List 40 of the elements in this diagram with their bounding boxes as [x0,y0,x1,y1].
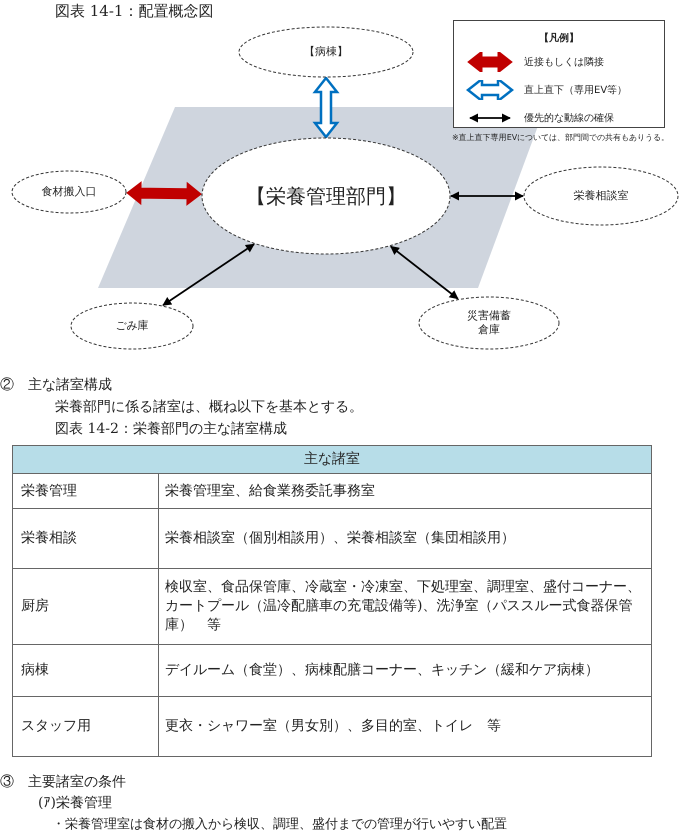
table-cell: 栄養管理室、給食業務委託事務室 [158,474,652,508]
table-cell: 更衣・シャワー室（男女別）、多目的室、トイレ 等 [158,696,652,756]
node-label: 栄養相談室 [572,189,630,203]
node-label: ごみ庫 [114,319,150,333]
table-cell: スタッフ用 [12,696,158,756]
table-cell: 検収室、食品保管庫、冷蔵室・冷凍室、下処理室、調理室、盛付コーナー、カートプール（温冷配膳車の充電設備等)、洗浄室（パススルー式食器保管庫） 等 [158,568,652,644]
node-label: 食材搬入口 [40,185,98,199]
dashed-ellipse [523,166,679,226]
table-cell: 栄養相談室（個別相談用）、栄養相談室（集団相談用） [158,508,652,568]
section-heading: ② 主な諸室構成 [0,376,113,395]
dashed-ellipse [11,170,127,214]
table-cell: 厨房 [12,568,158,644]
legend-text: 直上直下（専用EV等） [524,84,628,98]
table-cell: デイルーム（食堂）、病棟配膳コーナー、キッチン（緩和ケア病棟） [158,644,652,696]
arrow [450,192,524,200]
node-label: 【病棟】 [303,45,349,59]
node-label: 災害備蓄倉庫 [466,309,512,337]
table-cell: 栄養管理 [12,474,158,508]
hollow-double-arrow [312,76,340,140]
table-header-cell: 主な諸室 [12,446,652,474]
table-cell: 病棟 [12,644,158,696]
figure-title: 図表 14-1：配置概念図 [55,1,214,22]
legend-text: 優先的な動線の確保 [524,112,614,126]
table-title: 図表 14-2：栄養部門の主な諸室構成 [55,420,288,439]
legend-heading: 【凡例】 [539,32,579,46]
dashed-ellipse [70,302,194,350]
section-heading: ③ 主要諸室の条件 [0,773,127,792]
arrow [390,246,459,300]
paragraph: 栄養部門に係る諸室は、概ね以下を基本とする。 [55,398,364,417]
legend-text: 近接もしくは隣接 [524,56,604,70]
subsection-heading: (ｱ)栄養管理 [38,794,113,813]
dashed-ellipse [238,26,414,78]
footnote: ※直上直下専用EVについては、部門間での共有もありうる。 [452,132,670,144]
thick-double-arrow [126,181,202,206]
dashed-ellipse [418,296,560,350]
table-cell: 栄養相談 [12,508,158,568]
bullet-text: ・栄養管理室は食材の搬入から検収、調理、盛付までの管理が行いやすい配置 [52,816,508,834]
arrow [162,243,255,306]
dashed-ellipse [201,137,451,255]
node-label: 【栄養管理部門】 [245,184,407,208]
